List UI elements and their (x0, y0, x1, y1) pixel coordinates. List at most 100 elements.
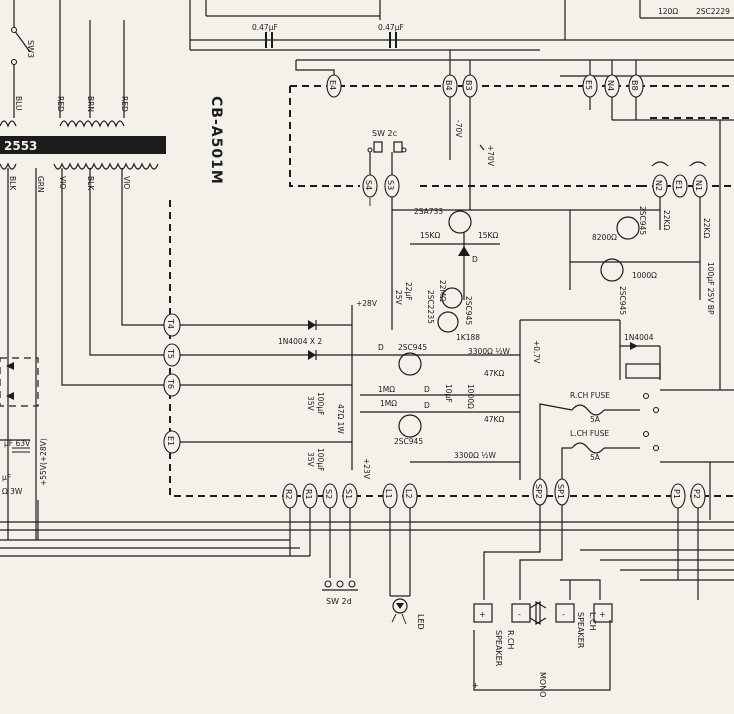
r1m-top-label: 1MΩ (378, 385, 395, 394)
r47-1w-label: 47Ω 1W (336, 404, 345, 434)
terminal-t5: T5 (163, 343, 181, 367)
svg-text:B4: B4 (444, 80, 453, 91)
rail-neg07: +0.7V (532, 340, 541, 364)
wire-label-vio-2: VIO (122, 176, 131, 189)
svg-text:S3: S3 (386, 180, 395, 190)
svg-text:SP1: SP1 (556, 484, 565, 499)
svg-text:5A: 5A (590, 453, 601, 462)
c22uf-label: 22μF (404, 282, 413, 301)
svg-text:L.CH FUSE: L.CH FUSE (570, 429, 609, 438)
rch-speaker-minus-terminal (511, 603, 531, 623)
transformer-label: 2553 (4, 139, 37, 153)
lch-speaker-minus-terminal (555, 603, 575, 623)
svg-text:E1: E1 (166, 436, 175, 446)
led: LED (389, 508, 425, 630)
terminal-e4: E4 (326, 74, 342, 98)
svg-text:E5: E5 (584, 80, 593, 90)
terminal-t4: T4 (163, 313, 181, 337)
transformer-core (0, 136, 166, 154)
svg-text:+: + (599, 610, 606, 619)
r1000-mid-label: 1000Ω (466, 384, 475, 409)
lch-speaker-plus-terminal (593, 603, 613, 623)
terminal-s2: S2 (322, 483, 338, 509)
cap-047-right-label: 0.47μF (378, 23, 404, 32)
terminal-r2: R2 (282, 483, 298, 509)
switch-sw2d: SW 2d (322, 508, 358, 606)
sw3-label: SW3 (26, 40, 35, 58)
svg-text:SP2: SP2 (534, 484, 543, 499)
rch-speaker-label-1: R.CH (506, 630, 515, 649)
svg-text:2SC945: 2SC945 (618, 286, 627, 315)
svg-text:2SC2235: 2SC2235 (426, 290, 435, 324)
terminal-n2: N2 (652, 174, 668, 198)
terminal-e1-left: E1 (163, 430, 181, 454)
terminal-p1: P1 (670, 483, 686, 509)
terminal-b3: B3 (462, 74, 478, 98)
svg-text:S2: S2 (324, 489, 333, 499)
terminal-s3: S3 (384, 174, 400, 198)
cap-047-left-label: 0.47μF (252, 23, 278, 32)
svg-text:S1: S1 (344, 489, 353, 499)
c100uf-bot-label: 100μF (316, 448, 325, 471)
svg-text:+: + (479, 610, 486, 619)
svg-text:E4: E4 (328, 80, 337, 90)
r22k-b-label: 22KΩ (702, 218, 711, 238)
svg-text:SW 2d: SW 2d (326, 597, 352, 606)
svg-text:T5: T5 (166, 348, 175, 359)
r3300-top-label: 3300Ω ½W (468, 347, 510, 356)
svg-text:2SC945: 2SC945 (394, 437, 423, 446)
rail-pos28: +28V (356, 299, 378, 308)
svg-text:N4: N4 (606, 80, 615, 91)
terminal-b8: B8 (628, 74, 644, 98)
mono-label: MONO (538, 672, 547, 697)
terminal-s1: S1 (342, 483, 358, 509)
trans-2sc2229-label: 2SC2229 (696, 7, 730, 16)
r1000-right-label: 1000Ω (632, 271, 657, 280)
svg-text:N2: N2 (654, 180, 663, 191)
res3w-label: Ω 3W (2, 487, 23, 496)
c100uf-bp-label: 100μF 25V BP (706, 262, 715, 315)
svg-text:2SC945: 2SC945 (398, 343, 427, 352)
rch-fuse: R.CH FUSE 5A (570, 391, 610, 424)
relay-coil (625, 363, 661, 379)
terminal-e1-right: E1 (672, 174, 688, 198)
c22uf-v-label: 25V (394, 290, 403, 306)
cap63-label: μF 63V (4, 439, 31, 448)
d-1n4004x2-label: 1N4004 X 2 (278, 337, 322, 346)
svg-text:B3: B3 (464, 80, 473, 91)
res-120-label: 120Ω (658, 7, 678, 16)
wire-label-blu: BLU (14, 96, 23, 110)
transistor-2sc945-lower: 2SC945 (394, 414, 423, 446)
speaker-section: + - - + R.CH SPEAKER L.CH SPEAKER + MONO (472, 505, 613, 697)
lch-speaker-label-2: SPEAKER (576, 612, 585, 649)
svg-text:5A: 5A (590, 415, 601, 424)
terminal-n1: N1 (692, 174, 708, 198)
terminal-n4: N4 (604, 74, 620, 98)
transistor-2sc2235: 2SC2235 (426, 287, 463, 324)
r1m-bot-label: 1MΩ (380, 399, 397, 408)
svg-text:L2: L2 (404, 489, 413, 499)
top-section: 0.47μF 0.47μF 120Ω 2SC2229 (189, 0, 734, 77)
svg-text:2SC945: 2SC945 (464, 296, 473, 325)
svg-text:-: - (518, 610, 521, 619)
r15k-left-label: 15KΩ (420, 231, 440, 240)
svg-text:-: - (562, 610, 565, 619)
c10uf-label: 10μF (444, 384, 453, 403)
svg-text:SW 2c: SW 2c (372, 129, 397, 138)
terminal-sp2: SP2 (532, 478, 548, 506)
d-left-top-label: D (378, 343, 384, 352)
terminal-l1: L1 (382, 483, 398, 509)
terminal-sp1: SP1 (554, 478, 570, 506)
transistor-2sc945-right2: 2SC945 (600, 258, 627, 315)
rail-pos23: +23V (362, 458, 371, 480)
terminal-p2: P2 (690, 483, 706, 509)
r22k-a-label: 22KΩ (662, 210, 671, 230)
svg-text:T4: T4 (166, 318, 175, 329)
svg-text:R1: R1 (304, 489, 313, 500)
c100uf-bot-v-label: 35V (306, 452, 315, 468)
r47k-top-label: 47KΩ (484, 369, 504, 378)
rch-speaker-plus-terminal (473, 603, 493, 623)
wire-label-grn: GRN (36, 176, 45, 193)
speaker-plus-mark: + (472, 681, 479, 690)
